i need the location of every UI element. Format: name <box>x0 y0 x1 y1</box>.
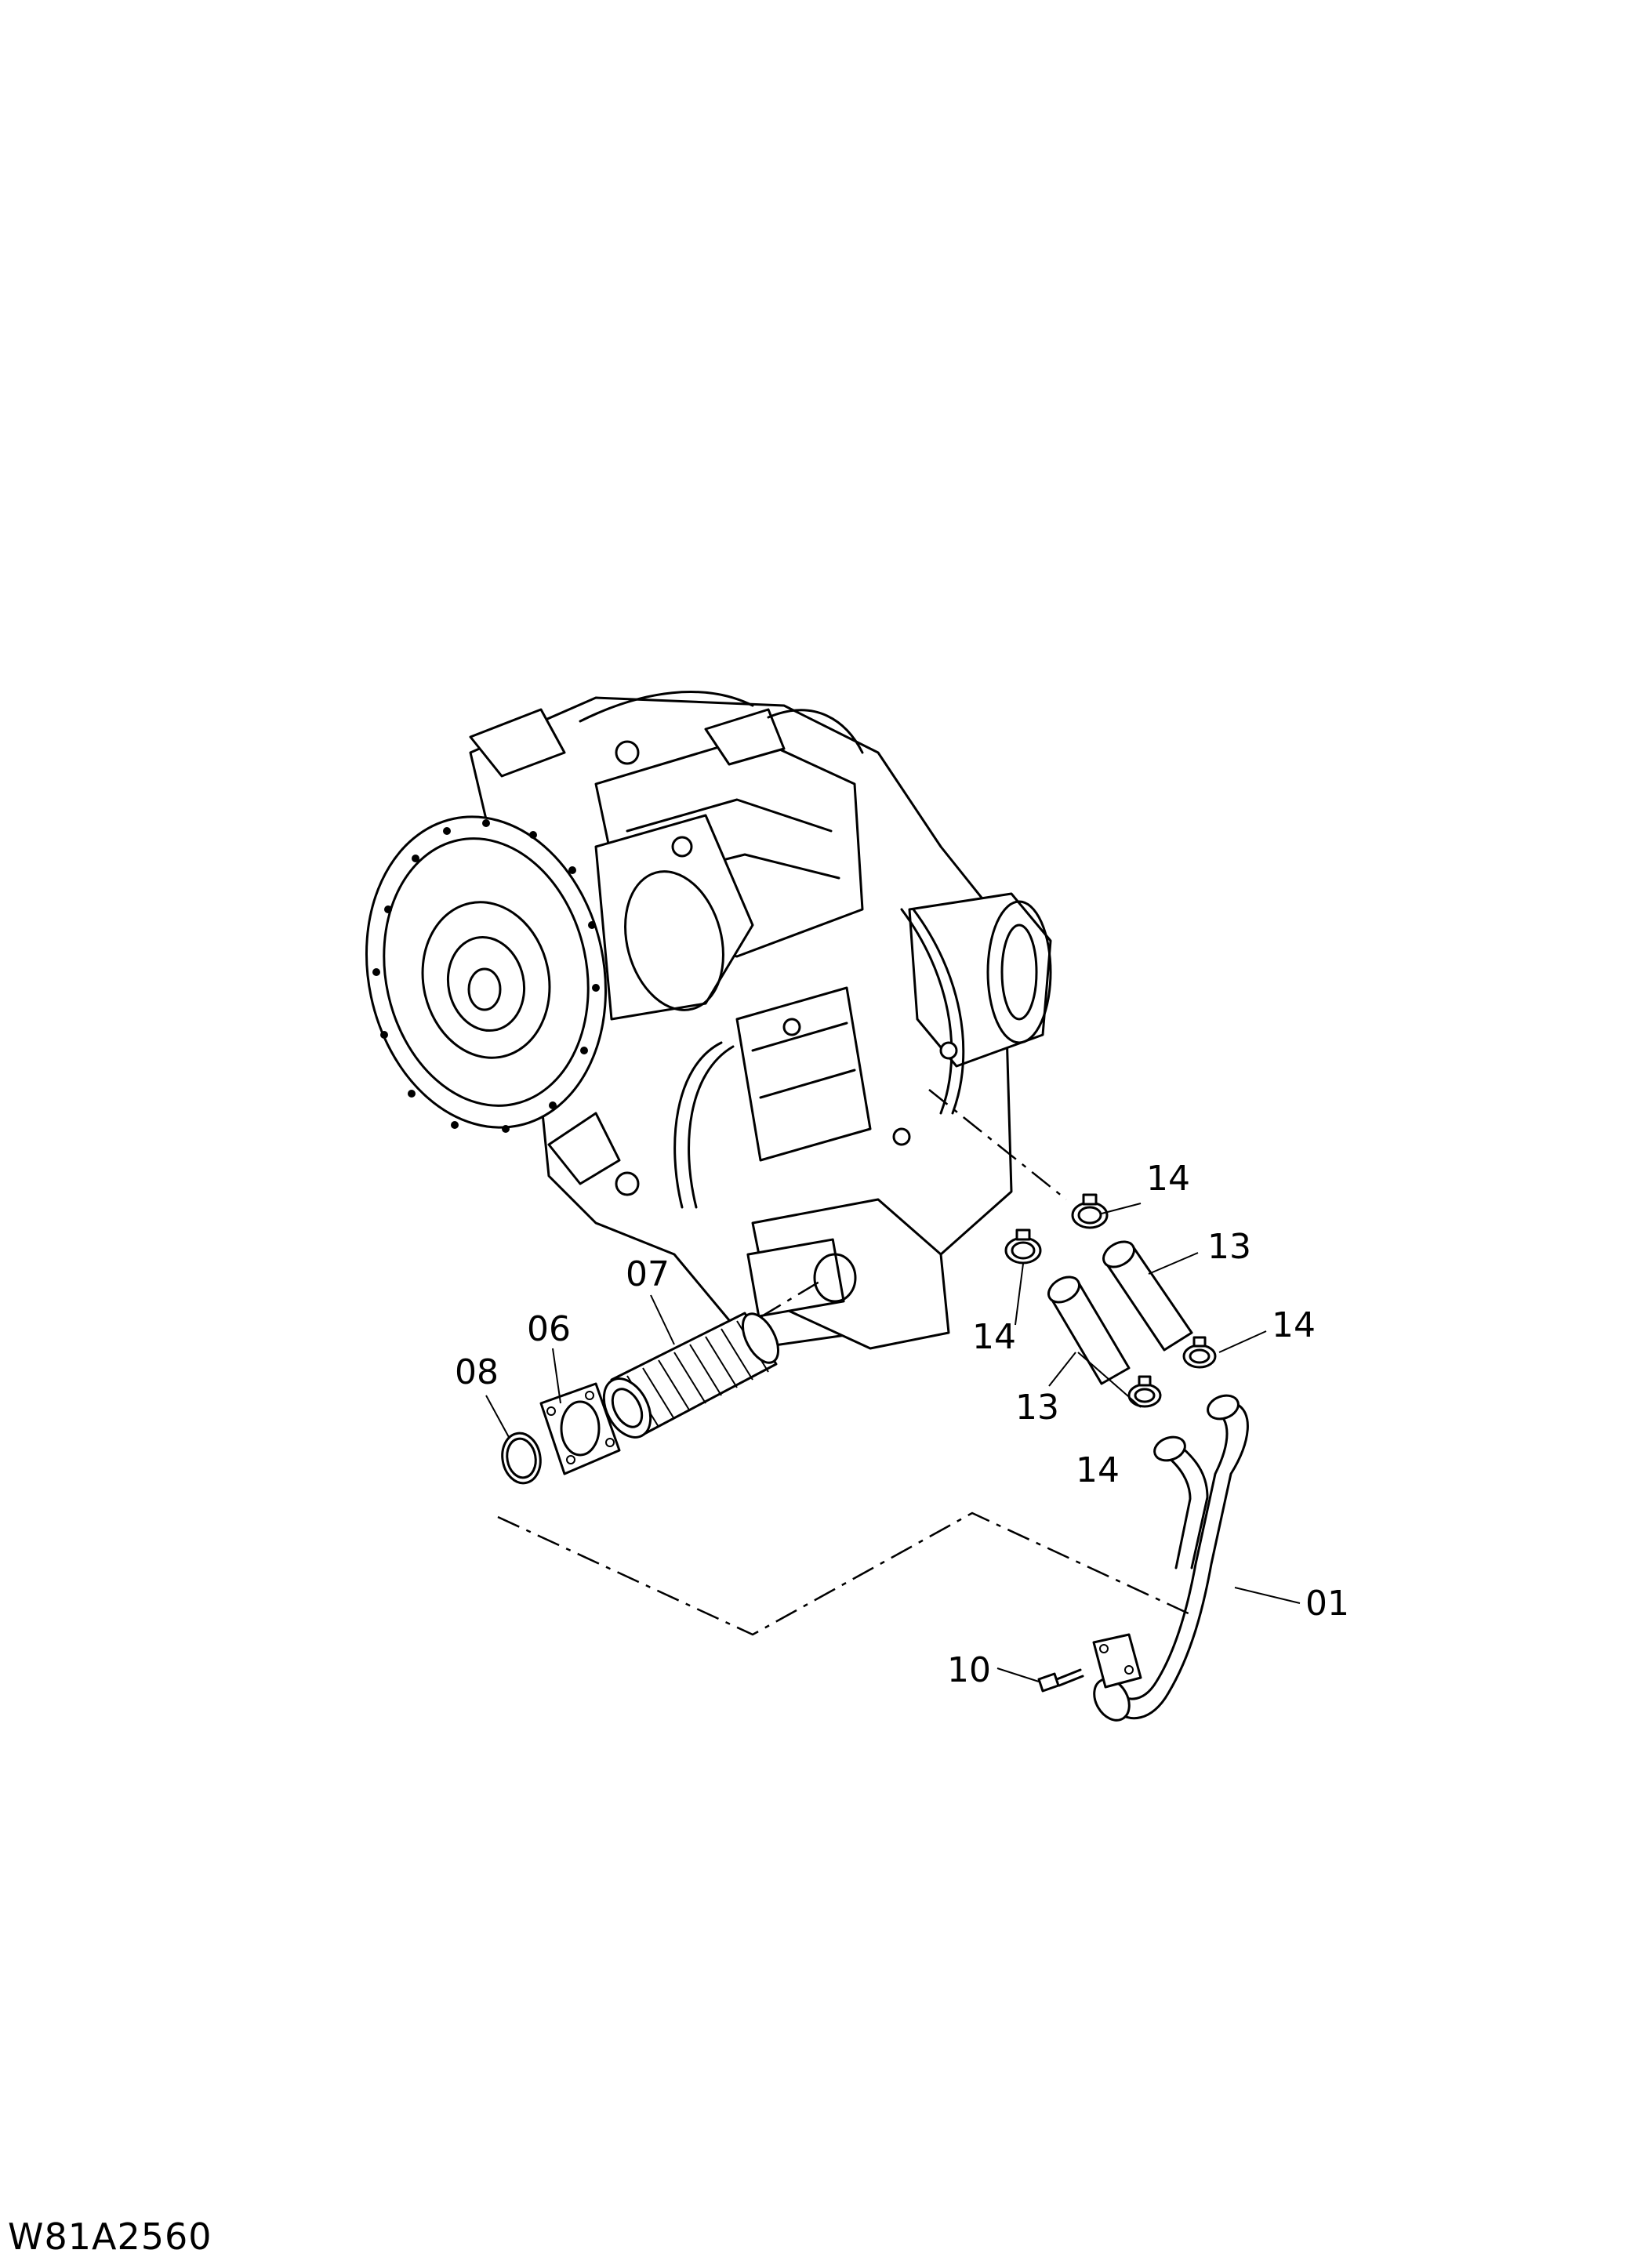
pipe-assembly <box>1092 1394 1249 1722</box>
callout-13-upper: 13 <box>1207 1227 1251 1267</box>
strainer <box>602 1312 780 1439</box>
callouts: 14 13 14 14 13 14 01 10 07 06 08 <box>455 1159 1349 1690</box>
leader-lines <box>485 1203 1301 1682</box>
gasket <box>539 1382 621 1475</box>
callout-08: 08 <box>455 1352 499 1392</box>
callout-06: 06 <box>527 1309 571 1349</box>
transmission-assembly <box>365 691 1052 1350</box>
callout-01: 01 <box>1305 1584 1349 1624</box>
assembly-lines <box>497 1089 1192 1636</box>
drawing-number: W81A2560 <box>8 2215 212 2258</box>
flywheel-bolts <box>372 819 600 1133</box>
o-ring <box>501 1432 542 1485</box>
callout-14-upper: 14 <box>1146 1159 1190 1199</box>
bolt <box>1037 1668 1084 1693</box>
callout-14-left: 14 <box>972 1317 1016 1357</box>
callout-13-lower: 13 <box>1015 1388 1059 1428</box>
hoses <box>1047 1240 1193 1385</box>
callout-14-lower: 14 <box>1076 1450 1120 1490</box>
hose-clamps <box>1004 1193 1217 1408</box>
callout-10: 10 <box>947 1650 991 1690</box>
callout-07: 07 <box>626 1254 670 1294</box>
callout-14-right: 14 <box>1272 1305 1316 1345</box>
